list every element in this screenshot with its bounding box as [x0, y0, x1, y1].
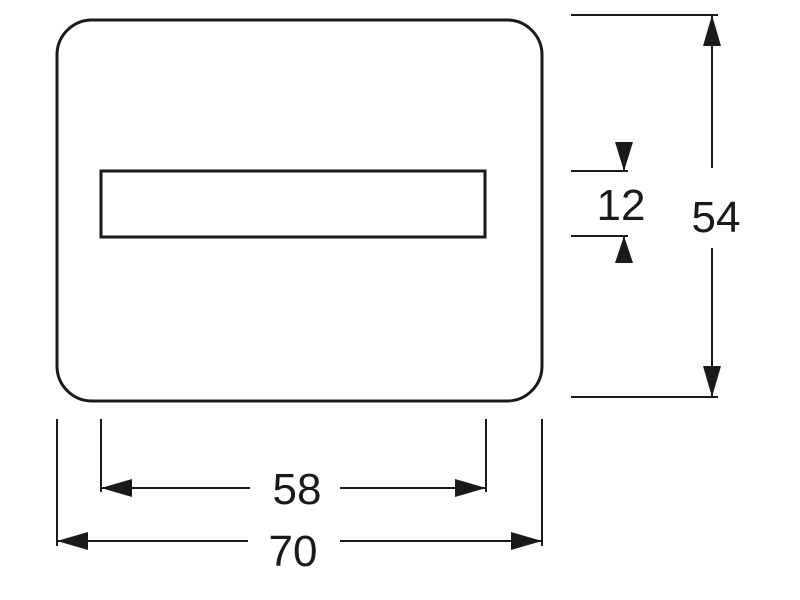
arrow-down: [703, 366, 721, 397]
dimension-label-width-outer: 70: [269, 527, 318, 576]
arrow-down-slot: [615, 142, 633, 171]
dimension-width-inner: 58: [100, 419, 487, 514]
arrow-left-slot: [101, 479, 132, 497]
dimension-label-height-outer: 54: [692, 193, 741, 242]
plate-outline: [55, 18, 544, 403]
dimension-width-outer: 70: [56, 419, 543, 576]
arrow-up: [703, 15, 721, 46]
arrow-left-plate: [57, 532, 88, 550]
dimension-label-width-inner: 58: [273, 465, 322, 514]
arrow-right-plate: [511, 532, 542, 550]
arrow-up-slot: [615, 236, 633, 263]
label-slot: [99, 169, 487, 239]
arrow-right-slot: [455, 479, 486, 497]
dimension-height-outer: 54: [571, 14, 741, 398]
dimension-label-height-inner: 12: [597, 181, 646, 230]
dimension-height-inner: 12: [571, 142, 645, 263]
